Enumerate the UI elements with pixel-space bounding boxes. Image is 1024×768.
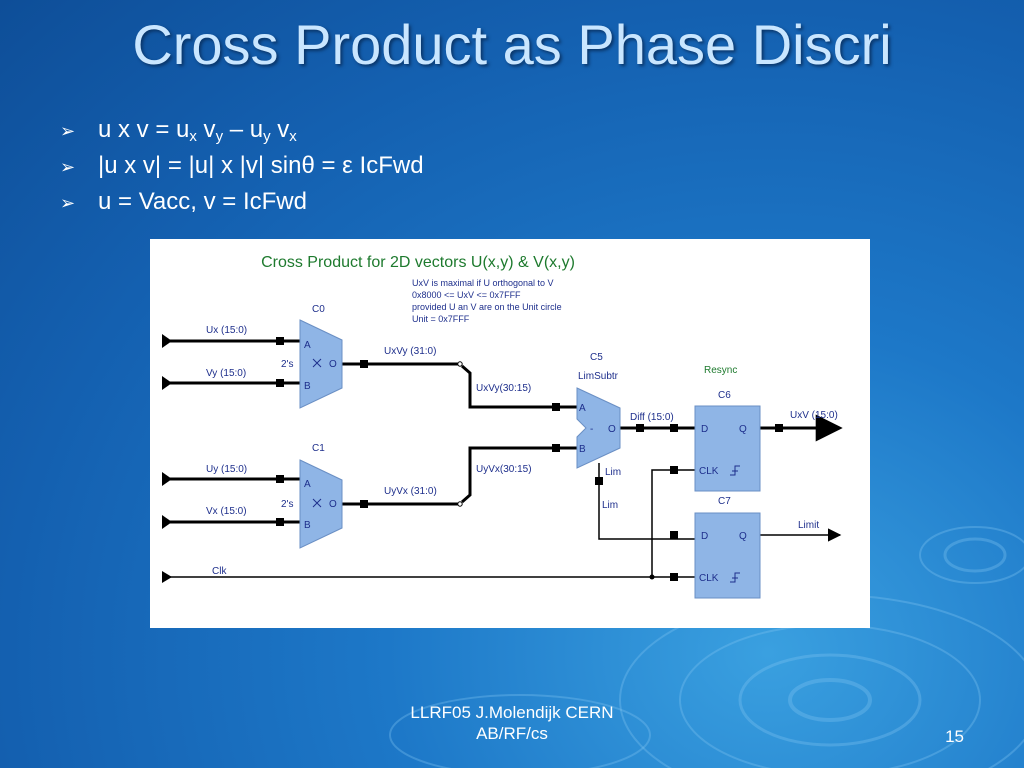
bullet-subscript: y xyxy=(263,128,271,145)
c0-port-a: A xyxy=(304,340,311,351)
page-number: 15 xyxy=(945,727,964,746)
c5-sub: LimSubtr xyxy=(578,371,619,382)
signal-uy: Uy (15:0) xyxy=(206,464,247,475)
signal-uyvx-full: UyVx (31:0) xyxy=(384,486,437,497)
signal-vx: Vx (15:0) xyxy=(206,506,247,517)
c7-name: C7 xyxy=(718,496,731,507)
bullet-item: ➢u x v = ux vy – uy vx xyxy=(60,112,424,148)
note-line: provided U an V are on the Unit circle xyxy=(412,302,562,312)
c7-d: D xyxy=(701,531,708,542)
c0-out: O xyxy=(329,359,337,370)
c7-q: Q xyxy=(739,531,747,542)
c5-port-a: A xyxy=(579,403,586,414)
signal-lim: Lim xyxy=(602,500,618,511)
clk-branch-wire xyxy=(651,469,695,577)
c5-out: O xyxy=(608,424,616,435)
bullet-subscript: x xyxy=(189,128,197,145)
signal-uyvx-slice: UyVx(30:15) xyxy=(476,464,532,475)
subtractor-block-c5: C5 LimSubtr A B - O xyxy=(576,352,621,469)
wire-arrows xyxy=(162,334,172,583)
bullet-subscript: y xyxy=(215,128,224,145)
c0-op: 2's xyxy=(281,359,293,370)
multiplier-block-c1: C1 A B 2's O xyxy=(281,443,343,549)
c5-port-b: B xyxy=(579,444,586,455)
signal-vy: Vy (15:0) xyxy=(206,368,246,379)
c6-d: D xyxy=(701,424,708,435)
c0-name: C0 xyxy=(312,304,325,315)
bullet-text: u x v = u xyxy=(98,116,190,143)
c7-clk: CLK xyxy=(699,573,719,584)
connector-pins xyxy=(276,337,783,581)
signal-limit: Limit xyxy=(798,520,819,531)
note-line: UxV is maximal if U orthogonal to V xyxy=(412,278,554,288)
resync-label: Resync xyxy=(704,365,737,376)
note-line: Unit = 0x7FFF xyxy=(412,314,470,324)
signal-ux: Ux (15:0) xyxy=(206,325,247,336)
lim-wire xyxy=(598,463,695,540)
bullet-item: ➢ |u x v| = |u| x |v| sinθ = ε IcFwd xyxy=(60,148,424,184)
footer-department: AB/RF/cs xyxy=(476,724,548,743)
bus-tap-points xyxy=(457,361,463,507)
signal-diff: Diff (15:0) xyxy=(630,412,674,423)
multiplier-block-c0: C0 A B 2's O xyxy=(281,304,343,409)
signal-clk: Clk xyxy=(212,566,227,577)
c1-op: 2's xyxy=(281,499,293,510)
register-block-c6: C6 D Q CLK xyxy=(694,390,761,492)
bullet-arrow-icon: ➢ xyxy=(60,157,76,177)
slide-footer: LLRF05 J.Molendijk CERN AB/RF/cs xyxy=(362,702,662,744)
bullet-item: ➢ u = Vacc, v = IcFwd xyxy=(60,184,424,220)
signal-uxv-out: UxV (15:0) xyxy=(790,410,838,421)
uyvx-slice-wire xyxy=(461,446,577,504)
c6-clk: CLK xyxy=(699,466,719,477)
bullet-subscript: x xyxy=(289,128,297,145)
uxvy-slice-wire xyxy=(461,364,577,409)
diagram-title: Cross Product for 2D vectors U(x,y) & V(… xyxy=(261,254,575,271)
bullet-arrow-icon: ➢ xyxy=(60,121,76,141)
c6-q: Q xyxy=(739,424,747,435)
bullet-text: |u x v| = |u| x |v| sinθ = ε IcFwd xyxy=(98,152,424,179)
bullet-text: u = Vacc, v = IcFwd xyxy=(98,188,307,215)
cross-product-schematic: Cross Product for 2D vectors U(x,y) & V(… xyxy=(150,239,870,628)
bullet-text: – u xyxy=(223,116,264,143)
c1-port-b: B xyxy=(304,520,311,531)
slide-title: Cross Product as Phase Discri xyxy=(132,13,892,76)
bullet-arrow-icon: ➢ xyxy=(60,193,76,213)
c1-name: C1 xyxy=(312,443,325,454)
diagram-notes: UxV is maximal if U orthogonal to V 0x80… xyxy=(412,278,562,324)
signal-labels: Ux (15:0) Vy (15:0) Uy (15:0) Vx (15:0) … xyxy=(206,325,838,577)
signal-lim-port: Lim xyxy=(605,467,621,478)
bullet-text: v xyxy=(270,116,290,143)
bullet-text: v xyxy=(196,116,216,143)
c0-port-b: B xyxy=(304,381,311,392)
c1-out: O xyxy=(329,499,337,510)
signal-uxvy-full: UxVy (31:0) xyxy=(384,346,436,357)
c1-port-a: A xyxy=(304,479,311,490)
c5-op: - xyxy=(590,424,593,435)
c6-name: C6 xyxy=(718,390,731,401)
register-block-c7: C7 D Q CLK xyxy=(694,496,761,599)
note-line: 0x8000 <= UxV <= 0x7FFF xyxy=(412,290,521,300)
c5-name: C5 xyxy=(590,352,603,363)
signal-uxvy-slice: UxVy(30:15) xyxy=(476,383,531,394)
footer-author: LLRF05 J.Molendijk CERN xyxy=(410,703,614,722)
bullet-list: ➢u x v = ux vy – uy vx➢|u x v| = |u| x |… xyxy=(60,112,424,220)
